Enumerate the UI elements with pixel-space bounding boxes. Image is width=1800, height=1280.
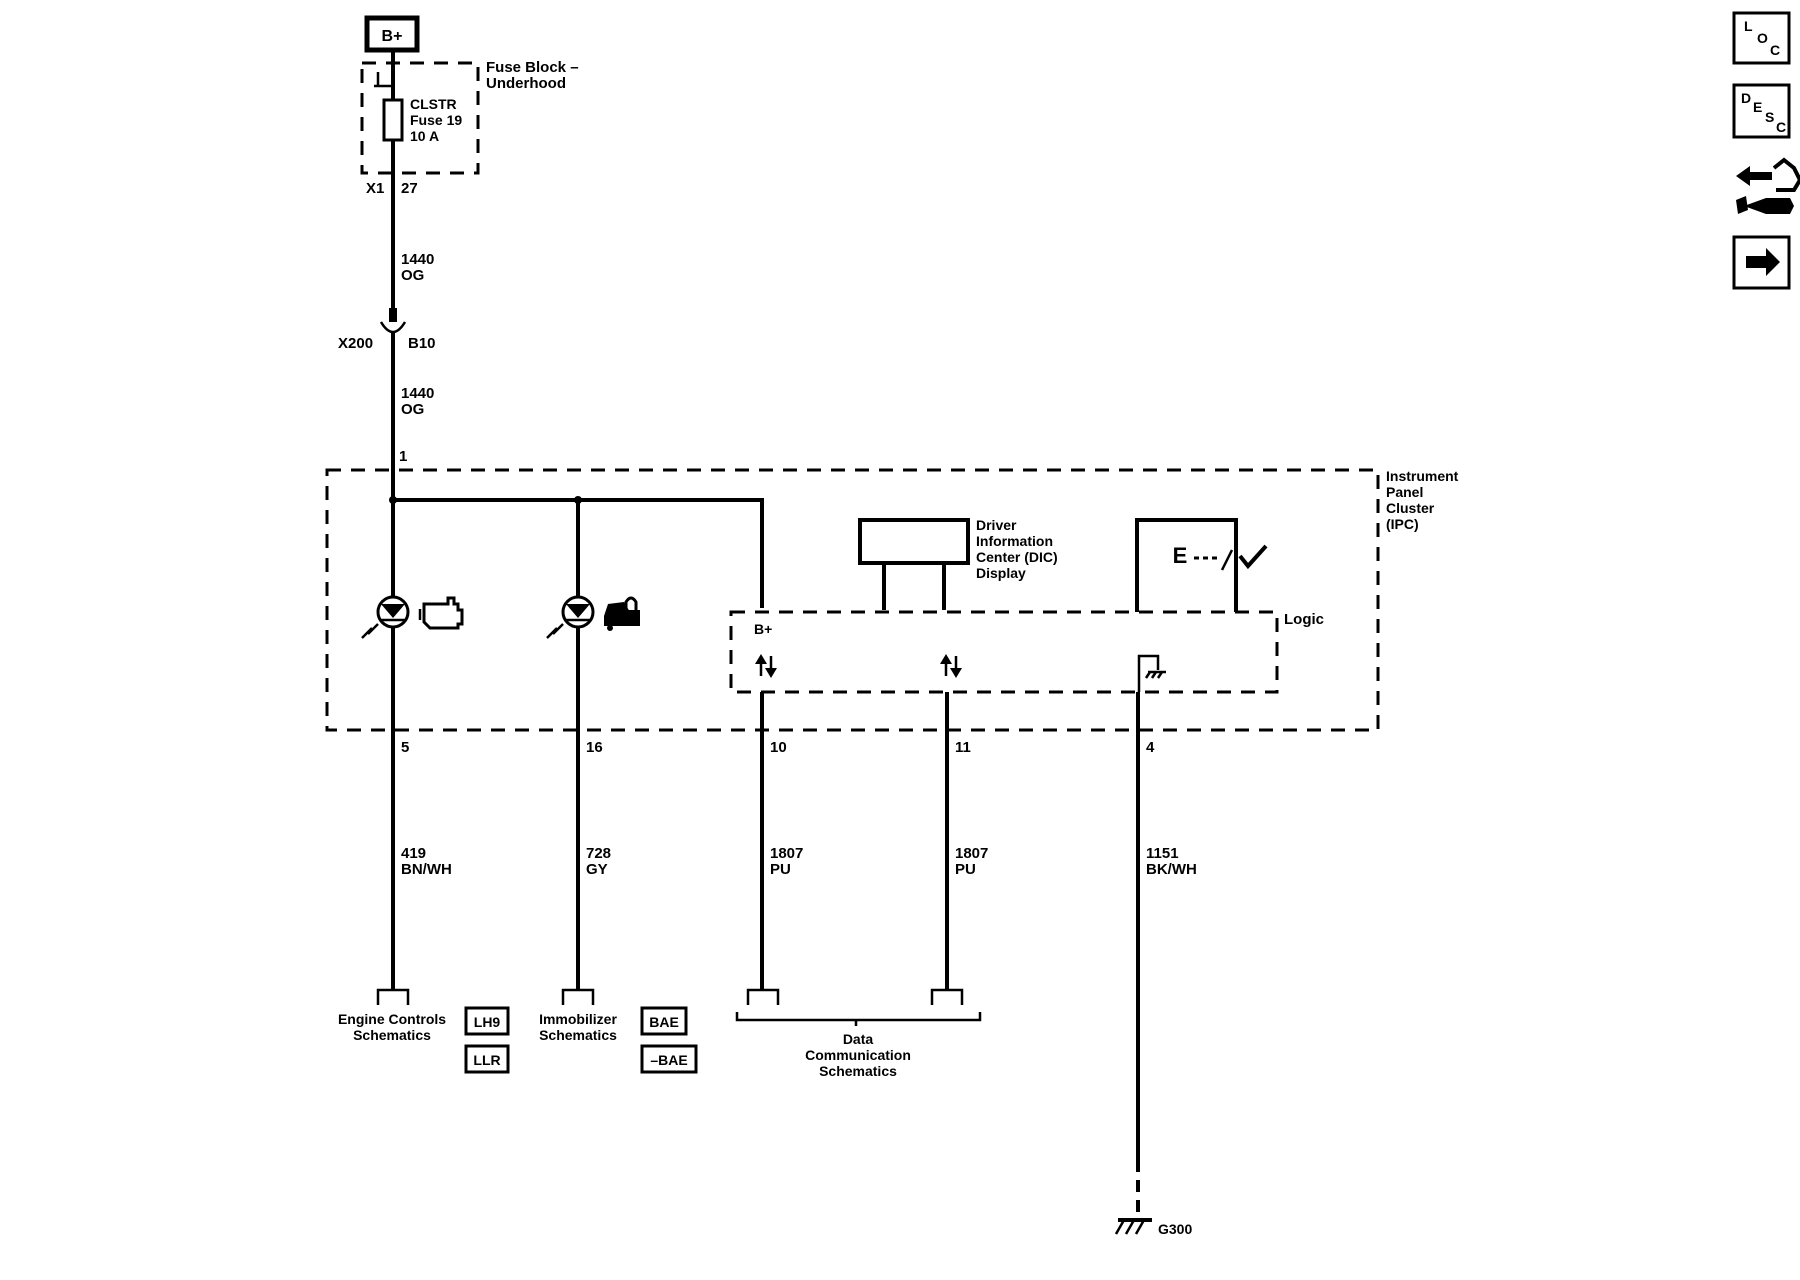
wire-color: BN/WH [401, 861, 452, 878]
logic-bplus-label: B+ [754, 621, 772, 637]
logic-switch-input: E [1135, 518, 1268, 612]
fuse-block: Fuse Block – Underhood CLSTR Fuse 19 10 … [360, 59, 579, 175]
desc-letter: S [1765, 109, 1774, 125]
instrument-panel-cluster: Instrument Panel Cluster (IPC) [325, 468, 1459, 732]
battery-plus-source: B+ [364, 15, 420, 53]
desc-letter: D [1741, 90, 1751, 106]
option-code: BAE [649, 1014, 679, 1030]
dic-label-4: Display [976, 565, 1026, 581]
fuse-19-symbol [382, 98, 404, 142]
fuse-pin-label: 27 [401, 180, 418, 197]
option-code: –BAE [650, 1052, 687, 1068]
option-llr-badge: LLR [464, 1044, 510, 1074]
wire-color: PU [770, 861, 791, 878]
data-comm-terminal [746, 988, 780, 1005]
ipc-input-pin: 1 [399, 448, 407, 465]
feed-wire-circuit-upper: 1440 [401, 251, 434, 268]
internal-ground-icon [1137, 654, 1166, 692]
desc-letter: C [1776, 119, 1786, 135]
fuse-block-title-1: Fuse Block – [486, 59, 579, 76]
engine-icon [418, 596, 464, 630]
wire-color: PU [955, 861, 976, 878]
immobilizer-terminal [561, 988, 595, 1005]
dic-display: Driver Information Center (DIC) Display [858, 517, 1058, 610]
ground-label: G300 [1158, 1221, 1192, 1237]
data-comm-terminal [930, 988, 964, 1005]
feed-wire-color-lower: OG [401, 401, 424, 418]
power-source-label: B+ [382, 28, 403, 45]
ipc-title-1: Instrument [1386, 468, 1459, 484]
connector-wrench-icon [1736, 157, 1800, 214]
loc-letter: L [1744, 18, 1753, 34]
ground-g300-symbol [1114, 1218, 1152, 1235]
circuit-number: 419 [401, 845, 426, 862]
circuit-number: 1807 [770, 845, 803, 862]
engine-ref-line2: Schematics [353, 1027, 431, 1043]
option-lh9-badge: LH9 [464, 1006, 510, 1036]
inline-connector-name: X200 [338, 335, 373, 352]
dic-label-3: Center (DIC) [976, 549, 1058, 565]
data-ref-line1: Data [843, 1031, 874, 1047]
ipc-title-4: (IPC) [1386, 516, 1419, 532]
immobilizer-reference[interactable]: Immobilizer Schematics [539, 1011, 617, 1043]
ipc-title-3: Cluster [1386, 500, 1435, 516]
circuit-number: 728 [586, 845, 611, 862]
data-ref-line2: Communication [805, 1047, 911, 1063]
loc-letter: O [1757, 30, 1768, 46]
location-button[interactable]: L O C [1732, 11, 1791, 65]
engine-controls-reference[interactable]: Engine Controls Schematics [338, 1011, 446, 1043]
x200-inline-connector [379, 308, 407, 334]
fuse-number: Fuse 19 [410, 112, 462, 128]
fuse-connector-label: X1 [366, 180, 384, 197]
data-comm-bracket [735, 1012, 982, 1026]
pin-number: 11 [955, 739, 971, 756]
connector-repair-button[interactable] [1736, 157, 1800, 214]
pin-number: 5 [401, 739, 409, 756]
dic-label-2: Information [976, 533, 1053, 549]
option-bae-badge: BAE [640, 1006, 688, 1036]
pin-number: 4 [1146, 739, 1155, 756]
description-button[interactable]: D E S C [1732, 83, 1791, 139]
fuse-block-title-2: Underhood [486, 75, 566, 92]
wire-color: BK/WH [1146, 861, 1197, 878]
fuse-rating: 10 A [410, 128, 439, 144]
option-no-bae-badge: –BAE [640, 1044, 698, 1074]
ipc-title-2: Panel [1386, 484, 1423, 500]
pin-number: 16 [586, 739, 603, 756]
fuse-name: CLSTR [410, 96, 457, 112]
data-communication-reference[interactable]: Data Communication Schematics [805, 1031, 911, 1079]
feed-wire-color-upper: OG [401, 267, 424, 284]
arrow-right-icon [1746, 248, 1780, 276]
car-lock-icon [604, 596, 640, 631]
immobilizer-ref-line2: Schematics [539, 1027, 617, 1043]
dic-label-1: Driver [976, 517, 1017, 533]
engine-controls-terminal [376, 988, 410, 1005]
data-ref-line3: Schematics [819, 1063, 897, 1079]
switch-e-label: E [1173, 543, 1188, 568]
circuit-number: 1151 [1146, 845, 1179, 862]
feed-wire-circuit-lower: 1440 [401, 385, 434, 402]
option-code: LLR [473, 1052, 500, 1068]
wire-color: GY [586, 861, 608, 878]
desc-letter: E [1753, 99, 1762, 115]
engine-ref-line1: Engine Controls [338, 1011, 446, 1027]
loc-letter: C [1770, 42, 1780, 58]
data-arrows-icon [940, 654, 962, 678]
inline-connector-pin: B10 [408, 335, 436, 352]
immobilizer-ref-line1: Immobilizer [539, 1011, 617, 1027]
circuit-number: 1807 [955, 845, 988, 862]
check-engine-led [361, 595, 410, 639]
logic-label: Logic [1284, 611, 1324, 628]
immobilizer-led [546, 595, 595, 639]
next-button[interactable] [1732, 235, 1791, 290]
option-code: LH9 [474, 1014, 501, 1030]
data-arrows-icon [755, 654, 777, 678]
logic-module: Logic B+ [729, 610, 1324, 694]
pin-number: 10 [770, 739, 787, 756]
